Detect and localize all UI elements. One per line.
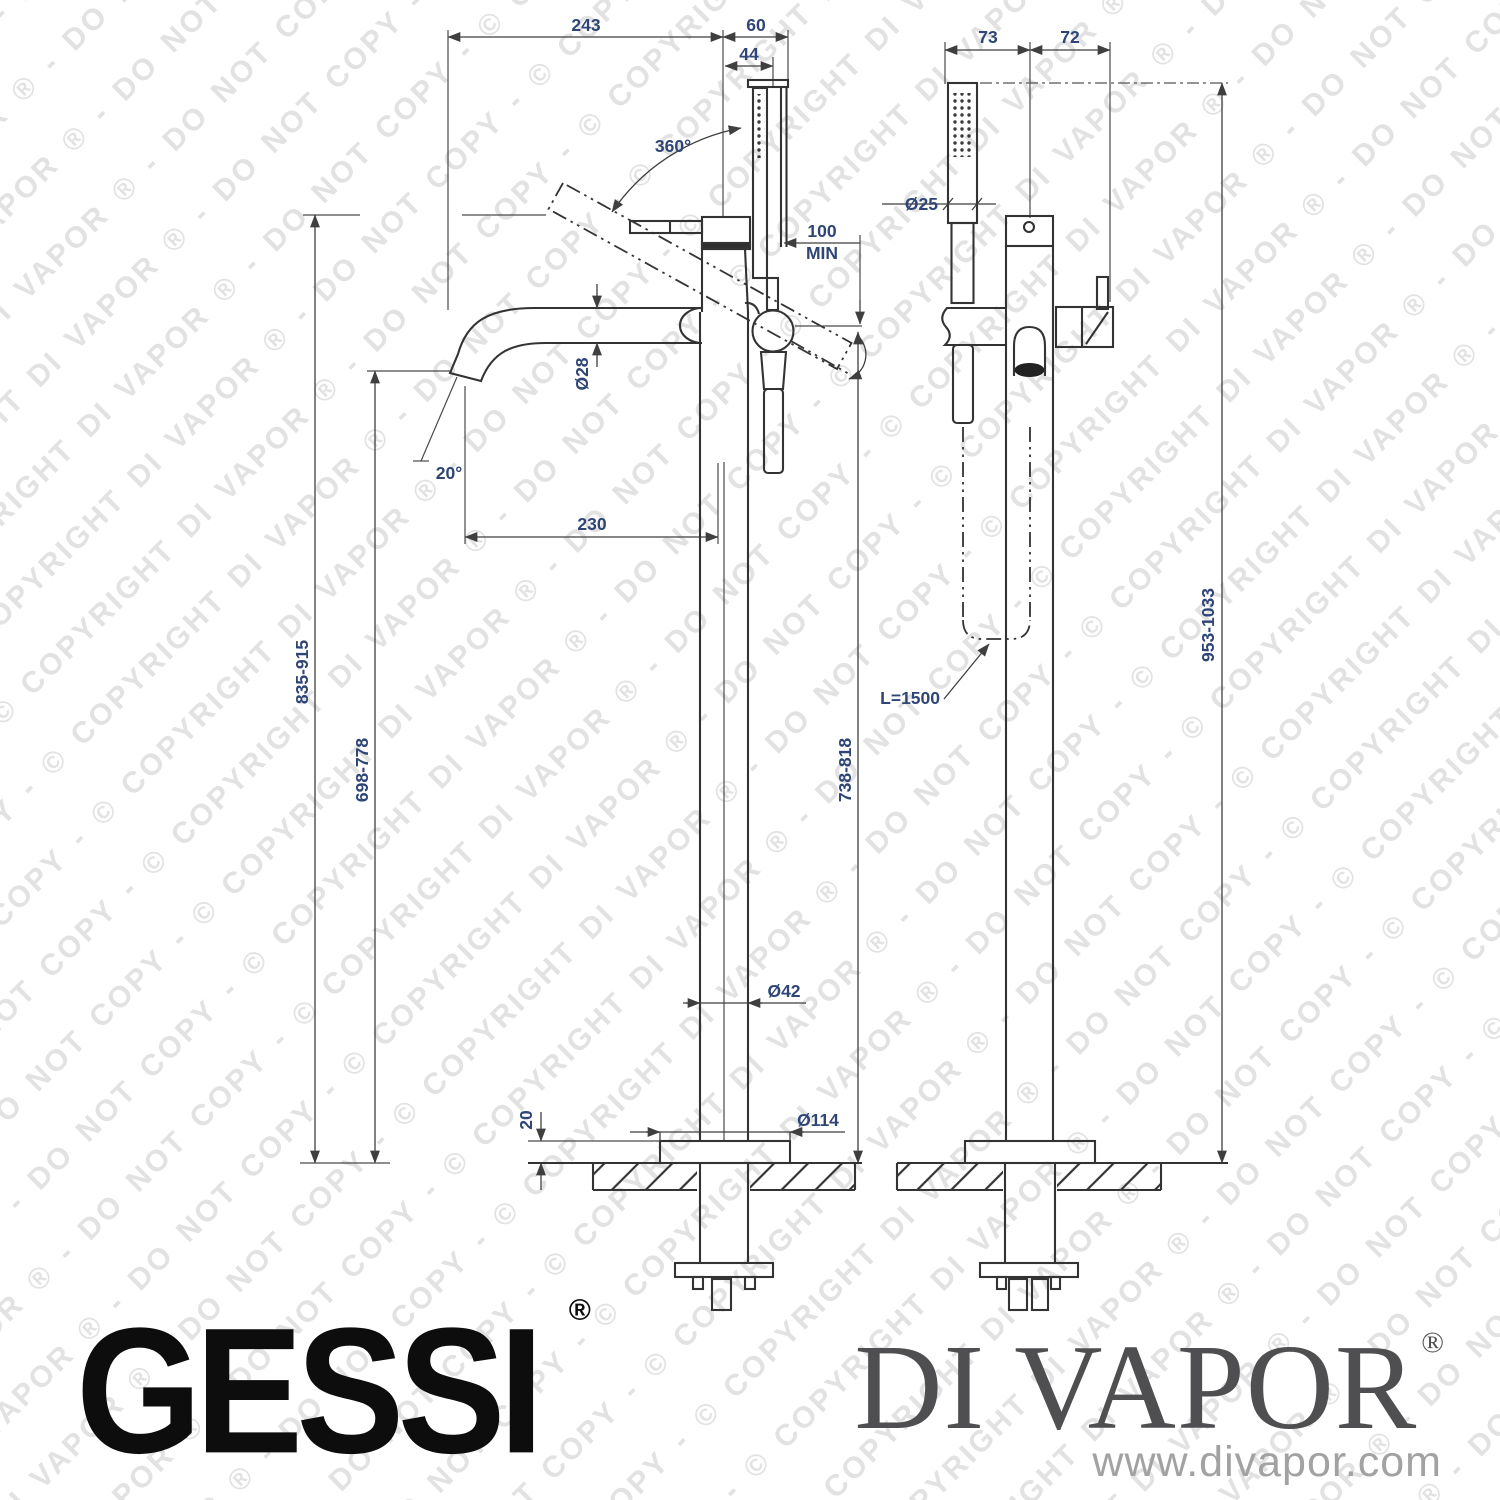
spout-diameter-dim: Ø28 [572, 284, 602, 391]
side-view: 73 72 953-1033 Ø25 [880, 27, 1228, 1312]
dim-height-overall: 835-915 [292, 640, 312, 704]
dim-depth-back: 72 [1060, 27, 1080, 47]
front-top-dimensions: 243 60 44 [447, 15, 789, 310]
dim-spout-reach: 230 [577, 514, 606, 534]
inlet-connector [710, 1277, 733, 1312]
mixer-body-front [628, 215, 761, 315]
spout-angle-dim: 20° [413, 376, 462, 483]
base-side [895, 1139, 1228, 1312]
dim-height-overall-side: 953-1033 [1198, 588, 1218, 662]
side-height-dim: 953-1033 [980, 82, 1228, 1164]
spout-reach-dim: 230 [464, 386, 719, 544]
lever-handle-front [628, 219, 704, 235]
inlet-connector-cold [1030, 1277, 1050, 1312]
divapor-website: www.divapor.com [1092, 1438, 1442, 1486]
spout-outlet [1014, 363, 1045, 377]
floor-hatch [750, 1164, 855, 1190]
divapor-logo-text: DI VAPOR [854, 1320, 1418, 1455]
dim-column-diameter: Ø42 [767, 981, 800, 1001]
floor-hatch [1057, 1164, 1161, 1190]
front-view: 243 60 44 360° [292, 15, 867, 1312]
handshower-height-dim: 738-818 [835, 331, 863, 1164]
dim-height-spout: 698-778 [352, 738, 372, 802]
dim-clearance-min: MIN [806, 243, 838, 263]
column-front [698, 312, 750, 1141]
spray-face-dots [952, 93, 973, 157]
hand-shower-front [746, 78, 790, 312]
dim-plate-thickness: 20 [516, 1110, 536, 1130]
shower-hose: L=1500 [880, 427, 1031, 708]
spout [448, 306, 703, 383]
handshower-holder-front [751, 309, 867, 475]
divapor-logo: DI VAPOR® [854, 1318, 1444, 1458]
dim-spout-diameter: Ø28 [572, 357, 592, 390]
lever-handle-side [1054, 275, 1115, 349]
gessi-logo-text: GESSI [76, 1291, 544, 1491]
dim-rail-offset: 44 [739, 44, 759, 64]
inlet-connector-hot [1007, 1277, 1029, 1312]
spray-face-dots [755, 94, 765, 158]
gessi-logo: GESSI ® [76, 1288, 591, 1491]
floor-hatch [897, 1164, 1003, 1190]
column-side [1004, 214, 1055, 1141]
clearance-dim: 100 MIN [783, 221, 865, 327]
column-diameter-dim: Ø42 [683, 981, 806, 1008]
dim-rotation: 360° [655, 136, 691, 156]
dim-width-total: 243 [571, 15, 600, 35]
front-height-dimensions: 835-915 698-778 [292, 214, 452, 1164]
divapor-registered-mark: ® [1421, 1326, 1444, 1359]
dim-spout-angle: 20° [436, 463, 462, 483]
dim-hose-length: L=1500 [880, 688, 940, 708]
hand-shower-side: Ø25 [882, 81, 1006, 425]
dim-handshower-diameter: Ø25 [905, 194, 938, 214]
dim-width-right: 60 [746, 15, 766, 35]
dim-height-handshower: 738-818 [835, 738, 855, 802]
dim-clearance: 100 [807, 221, 836, 241]
phantom-hand-shower [547, 181, 853, 371]
base-front: 20 Ø114 [300, 1110, 862, 1312]
dim-depth-front: 73 [978, 27, 998, 47]
holder-block-side [941, 306, 1006, 347]
side-top-dimensions: 73 72 [944, 27, 1111, 302]
dim-plate-diameter: Ø114 [797, 1110, 839, 1130]
floor-hatch [593, 1164, 697, 1190]
handshower-rotation: 360° [462, 125, 853, 371]
gessi-registered-mark: ® [568, 1294, 591, 1327]
